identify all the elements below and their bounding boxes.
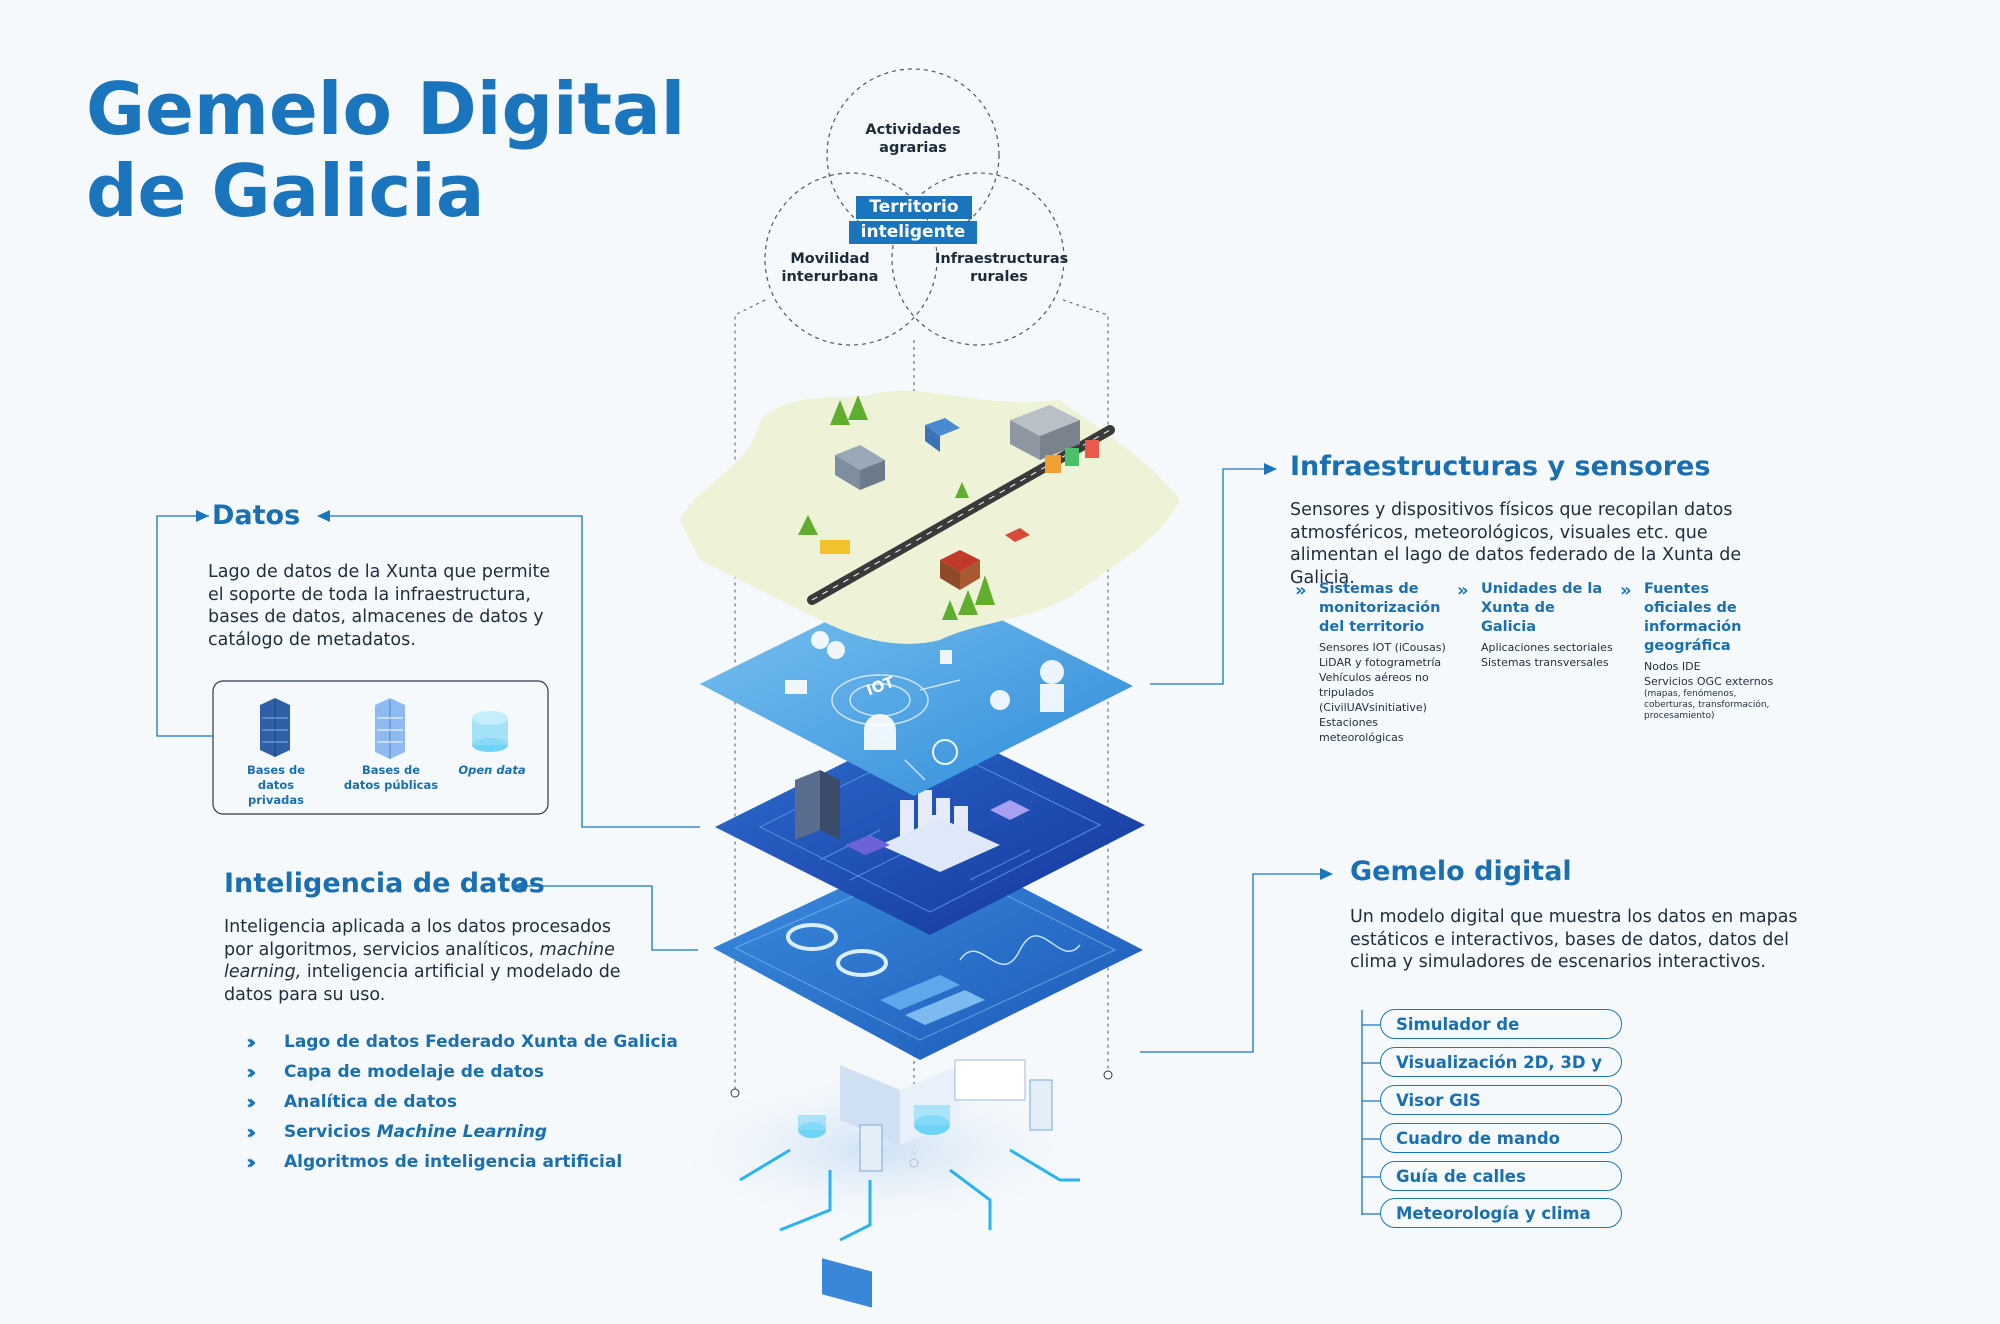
- gemelo-heading: Gemelo digital: [1350, 856, 1572, 887]
- gemelo-item-guia-calles[interactable]: Guía de calles interactiva: [1380, 1161, 1622, 1216]
- gemelo-item-visor-gis[interactable]: Visor GIS: [1380, 1085, 1622, 1115]
- venn-center-line2: inteligente: [860, 222, 966, 242]
- inteligencia-item-4-text: Servicios: [284, 1122, 371, 1142]
- chevron-icon: ››: [246, 1030, 257, 1054]
- inteligencia-heading: Inteligencia de datos: [224, 868, 545, 899]
- infra-col3-title: Fuentes oficiales de información geográf…: [1644, 581, 1742, 654]
- intelligence-layer: [713, 843, 1143, 1060]
- gemelo-item-visualizacion[interactable]: Visualización 2D, 3D y 5D: [1380, 1047, 1622, 1102]
- venn-diagram: [764, 68, 1065, 346]
- datos-source-open: Open data: [458, 763, 526, 777]
- infra-col3-note: (mapas, fenómenos, coberturas, transform…: [1644, 689, 1770, 721]
- infra-column-3: » Fuentes oficiales de información geogr…: [1620, 580, 1790, 722]
- infra-col3-item: Nodos IDE: [1644, 660, 1701, 673]
- gemelo-item-cuadro-de-mando[interactable]: Cuadro de mando: [1380, 1123, 1622, 1153]
- trees: [798, 395, 995, 620]
- venn-center-line1: Territorio: [869, 197, 959, 217]
- gemelo-item-meteorologia[interactable]: Meteorología y clima: [1380, 1198, 1622, 1228]
- venn-right-label: Infraestructuras rurales: [935, 251, 1069, 285]
- infra-heading: Infraestructuras y sensores: [1290, 451, 1711, 482]
- inteligencia-item-3: Analítica de datos: [284, 1092, 457, 1112]
- infra-col1-item: Sensores IOT (iCousas): [1319, 641, 1446, 654]
- infra-col1-item: Estaciones meteorológicas: [1319, 716, 1404, 744]
- chevron-icon: ››: [246, 1150, 257, 1174]
- datos-description: Lago de datos de la Xunta que permite el…: [208, 562, 551, 650]
- datos-source-public: Bases de datos públicas: [343, 763, 439, 792]
- db-public-icon: [375, 698, 405, 759]
- inteligencia-item-2: Capa de modelaje de datos: [284, 1062, 544, 1082]
- page-title: Gemelo Digital de Galicia: [86, 67, 686, 233]
- infra-description: Sensores y dispositivos físicos que reco…: [1290, 500, 1742, 588]
- chevron-icon: »: [1620, 580, 1632, 601]
- infra-column-1: » Sistemas de monitorización del territo…: [1295, 580, 1465, 745]
- infra-col2-item: Sistemas transversales: [1481, 656, 1609, 669]
- base-devices: [798, 1059, 1053, 1308]
- datos-source-private: Bases de datos privadas: [246, 763, 306, 807]
- infra-col1-item: Vehículos aéreos no tripulados (CivilUAV…: [1319, 671, 1429, 714]
- venn-center-box-2: [849, 221, 977, 244]
- inteligencia-description: Inteligencia aplicada a los datos proces…: [224, 916, 628, 1006]
- sensor-layer: [700, 577, 1133, 796]
- chevron-icon: ››: [246, 1120, 257, 1144]
- inteligencia-item-1: Lago de datos Federado Xunta de Galicia: [284, 1032, 678, 1052]
- datos-heading: Datos: [212, 500, 301, 531]
- inteligencia-item-5: Algoritmos de inteligencia artificial: [284, 1152, 623, 1172]
- inteligencia-desc-part1: Inteligencia aplicada a los datos proces…: [224, 917, 612, 960]
- infra-col3-item: Servicios OGC externos: [1644, 675, 1774, 688]
- chevron-icon: ››: [246, 1090, 257, 1114]
- venn-left-label: Movilidad interurbana: [781, 251, 879, 285]
- infra-column-2: » Unidades de la Xunta de Galicia Aplica…: [1457, 580, 1617, 670]
- arrowheads: [196, 463, 1333, 892]
- chevron-icon: »: [1295, 580, 1307, 601]
- venn-center-box-1: [856, 196, 972, 219]
- datos-sources-box: [212, 680, 549, 815]
- infra-col2-item: Aplicaciones sectoriales: [1481, 641, 1613, 654]
- connectors: [156, 468, 1380, 1215]
- territory-layer: [680, 390, 1180, 644]
- gemelo-description: Un modelo digital que muestra los datos …: [1350, 907, 1798, 972]
- inteligencia-desc-italic: machine learning,: [224, 939, 615, 983]
- chevron-icon: ››: [246, 1060, 257, 1084]
- inteligencia-item-4-italic: Machine Learning: [376, 1122, 548, 1142]
- infra-col2-title: Unidades de la Xunta de Galicia: [1481, 581, 1603, 635]
- open-data-icon: [472, 711, 508, 752]
- chevron-icon: »: [1457, 580, 1469, 601]
- inteligencia-item-4: Servicios Machine Learning: [284, 1122, 547, 1142]
- base-circuits: [739, 1148, 1080, 1242]
- venn-top-label: Actividades agrarias: [865, 122, 961, 156]
- infra-col1-item: LiDAR y fotogrametría: [1319, 656, 1442, 669]
- inteligencia-desc-part2: inteligencia artificial y modelado de da…: [224, 962, 621, 1005]
- gemelo-item-simulador[interactable]: Simulador de escenarios: [1380, 1009, 1622, 1064]
- infra-col1-title: Sistemas de monitorización del territori…: [1319, 581, 1441, 635]
- buildings: [820, 405, 1099, 590]
- db-private-icon: [260, 698, 290, 757]
